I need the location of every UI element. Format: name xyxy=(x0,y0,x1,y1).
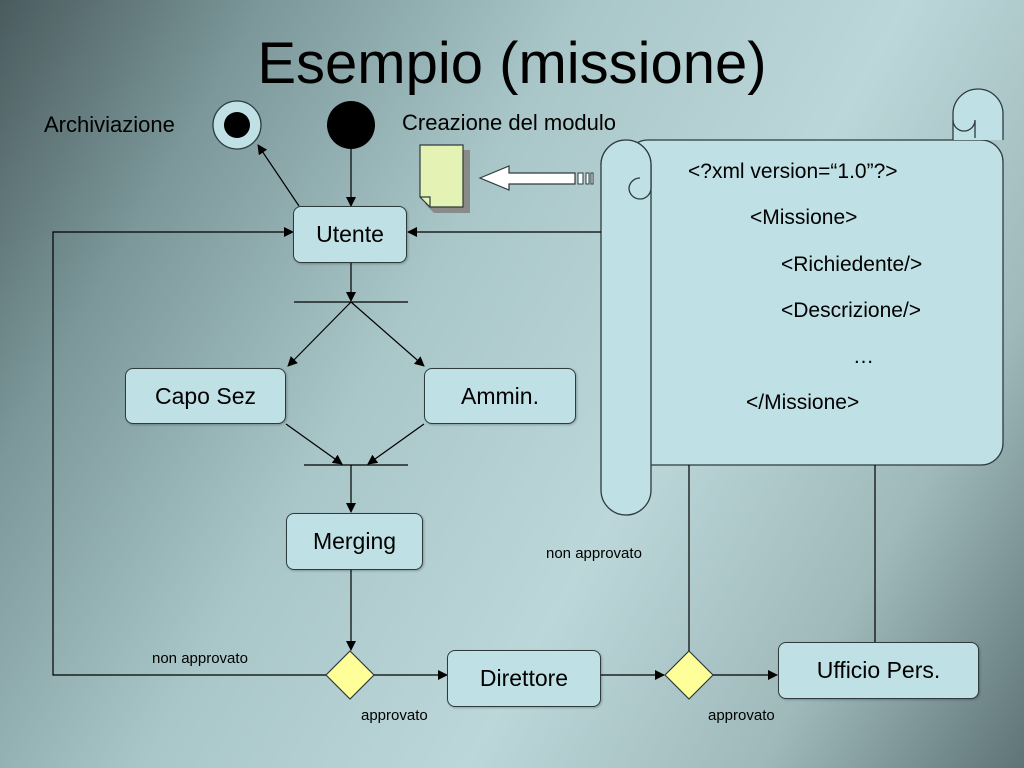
xml-line-ellipsis: … xyxy=(853,345,874,368)
non-approvato-left-label: non approvato xyxy=(152,650,248,667)
xml-line-missione-close: </Missione> xyxy=(746,391,860,414)
node-utente[interactable]: Utente xyxy=(293,206,407,263)
block-arrow-left xyxy=(478,165,594,191)
node-ammin[interactable]: Ammin. xyxy=(424,368,576,424)
xml-scroll xyxy=(600,88,1004,516)
node-capo-sez[interactable]: Capo Sez xyxy=(125,368,286,424)
final-node xyxy=(212,100,262,150)
edges xyxy=(52,144,876,680)
approvato-label-1: approvato xyxy=(361,707,428,724)
initial-node xyxy=(327,101,375,149)
xml-line-descrizione: <Descrizione/> xyxy=(781,299,922,322)
xml-line-declaration: <?xml version=“1.0”?> xyxy=(688,160,898,183)
non-approvato-right-label: non approvato xyxy=(546,545,642,562)
approvato-label-2: approvato xyxy=(708,707,775,724)
xml-line-missione-open: <Missione> xyxy=(750,206,858,229)
archiviazione-label: Archiviazione xyxy=(44,112,175,137)
slide-title: Esempio (missione) xyxy=(257,31,767,96)
decision-diamond-2 xyxy=(664,650,714,700)
decision-diamond-1 xyxy=(325,650,375,700)
node-ufficio-pers[interactable]: Ufficio Pers. xyxy=(778,642,979,699)
xml-line-richiedente: <Richiedente/> xyxy=(781,253,923,276)
node-direttore[interactable]: Direttore xyxy=(447,650,601,707)
creazione-label: Creazione del modulo xyxy=(402,110,617,135)
node-merging[interactable]: Merging xyxy=(286,513,423,570)
document-icon xyxy=(419,144,470,213)
